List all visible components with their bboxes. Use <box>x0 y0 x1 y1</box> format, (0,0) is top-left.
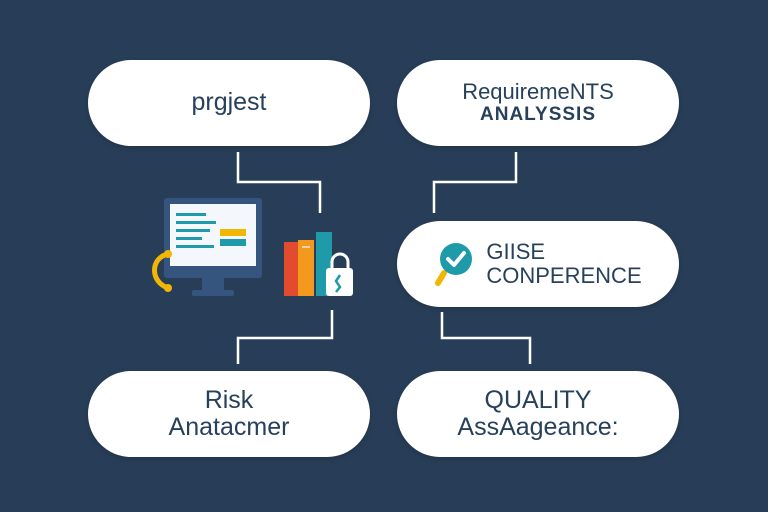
computer-monitor-icon <box>164 198 262 296</box>
connector-quality <box>440 312 532 364</box>
node-risk-line2: Anatacmer <box>168 413 290 441</box>
phone-handset-icon <box>152 250 172 292</box>
node-quality-line2: AssAageance: <box>457 413 619 441</box>
node-requirements-analysis: RequiremeNTS ANALYSSIS <box>397 60 679 146</box>
node-quality-assurance: QUALITY AssAageance: <box>397 371 679 457</box>
node-requirements-line1: RequiremeNTS <box>462 79 614 105</box>
check-badge-icon <box>435 243 473 286</box>
node-requirements-line2: ANALYSSIS <box>480 103 596 125</box>
node-guise-conference: GIISE CONPERENCE <box>397 221 679 307</box>
connector-project <box>236 152 322 213</box>
node-project: prgjest <box>88 60 370 146</box>
node-risk: Risk Anatacmer <box>88 371 370 457</box>
node-project-label: prgjest <box>191 88 267 117</box>
node-quality-line1: QUALITY <box>484 385 592 414</box>
connector-requirements <box>432 152 518 213</box>
connector-risk <box>236 310 334 364</box>
node-guise-line1: GIISE <box>486 238 546 264</box>
padlock-icon <box>326 252 353 296</box>
node-risk-line1: Risk <box>204 385 254 414</box>
node-guise-line2: CONPERENCE <box>486 263 642 288</box>
books-icon <box>284 232 332 296</box>
